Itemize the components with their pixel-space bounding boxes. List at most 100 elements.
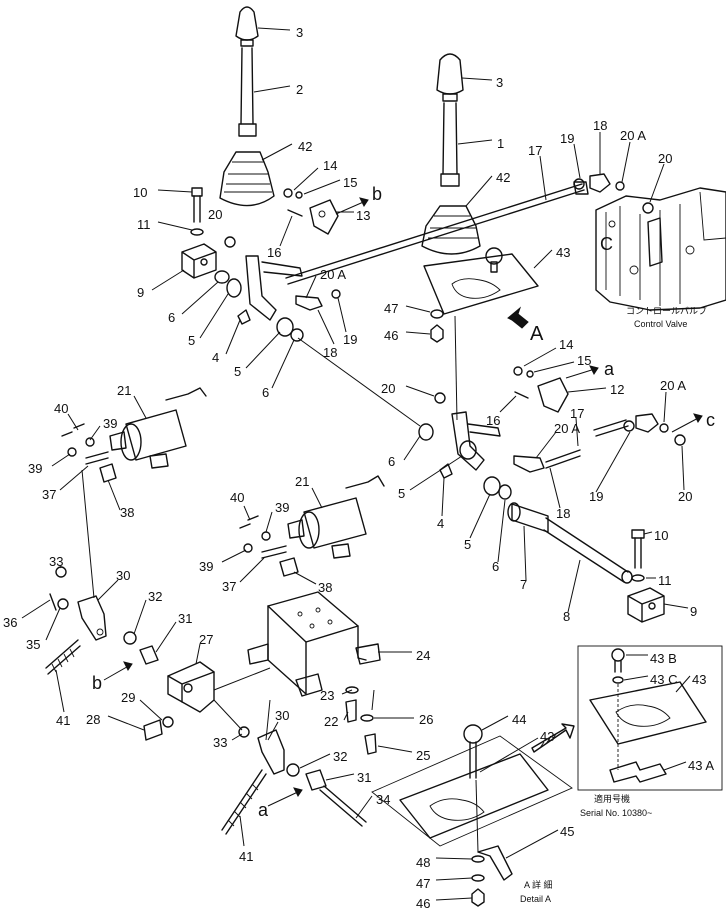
nut-20-center-right (674, 434, 686, 446)
callout-38: 38 (318, 580, 332, 595)
serial-label-jp: 適用号機 (594, 793, 630, 804)
bolt-43b (611, 648, 625, 662)
lever-ferrule-left (238, 123, 257, 137)
solenoid-21-left-foot (149, 453, 169, 469)
control-valve (595, 187, 726, 311)
callout-9: 9 (690, 604, 697, 619)
callout-18: 18 (323, 345, 337, 360)
callout-4: 4 (437, 516, 444, 531)
axis-line-d (371, 689, 375, 711)
washer-26 (360, 714, 374, 722)
washer-35 (57, 598, 69, 610)
detail-a-label-jp: A 詳 細 (524, 879, 553, 890)
callout-10: 10 (133, 185, 147, 200)
callout-31: 31 (178, 611, 192, 626)
bracket-hole-1 (297, 611, 303, 617)
lever-rod-right (442, 102, 458, 175)
axis-line-c (81, 469, 95, 599)
callout-47: 47 (384, 301, 398, 316)
bushing-5-center-a (459, 440, 477, 460)
solenoid-21-left-face (120, 423, 142, 461)
boot-right-ribs (428, 215, 478, 239)
right-lever-group (285, 53, 654, 343)
clip-39-center-a (261, 531, 271, 541)
callout-6: 6 (492, 559, 499, 574)
rod-end-18-center (635, 413, 659, 433)
callout-26: 26 (419, 712, 433, 727)
callout-21: 21 (117, 383, 131, 398)
clip-39-center-b (243, 543, 253, 553)
solenoid-21-center-body (303, 497, 367, 549)
bolt-38-left (99, 463, 117, 483)
solenoid-center-group (239, 475, 385, 577)
bolt-14-center (513, 366, 523, 376)
serial-label-en: Serial No. 10380~ (580, 808, 652, 818)
callout-3: 3 (496, 75, 503, 90)
callout-30: 30 (275, 708, 289, 723)
boot-right (421, 205, 481, 255)
callout-35: 35 (26, 637, 40, 652)
nut-46 (430, 324, 444, 343)
valve-port-c (608, 220, 616, 228)
center-lever-group (297, 315, 686, 623)
washer-20a-center (659, 423, 669, 433)
bracket-24-foot-center (295, 673, 323, 697)
rod-34 (319, 785, 367, 827)
callout-20: 20 (208, 207, 222, 222)
lever-knob-right (436, 53, 464, 95)
axis-line-e (213, 667, 271, 691)
callout-5: 5 (464, 537, 471, 552)
pin-16-center (514, 391, 529, 399)
callout-19: 19 (560, 131, 574, 146)
solenoid-plunger-center (287, 519, 305, 539)
valve-spool-lever (647, 217, 663, 267)
clip-39-left-a (85, 437, 95, 447)
bracket-24-foot-left (247, 643, 269, 665)
callout-22: 22 (324, 714, 338, 729)
valve-flange (699, 191, 726, 241)
callout-39: 39 (103, 416, 117, 431)
callout-39: 39 (199, 559, 213, 574)
callout-43b: 43 B (650, 651, 677, 666)
pin-40-left (61, 423, 85, 437)
callout-11: 11 (658, 573, 672, 588)
plate-12 (537, 377, 569, 413)
seal-6-center-a (418, 423, 434, 441)
bolt-43b-stem (614, 660, 622, 673)
callout-42: 42 (496, 170, 510, 185)
callout-20a: 20 A (660, 378, 686, 393)
callout-11: 11 (137, 217, 151, 232)
callout-29: 29 (121, 690, 135, 705)
bolt-14-left (283, 188, 293, 198)
bolt-22 (345, 699, 357, 723)
callout-48: 48 (416, 855, 430, 870)
detail-a-group (371, 723, 575, 907)
serial-arrow-hatch (539, 733, 557, 749)
spring-41-center-coils (227, 783, 259, 827)
solenoid-plunger-left (109, 431, 127, 451)
pin-16-left (287, 209, 303, 217)
lever-arm-left (261, 261, 303, 277)
serial-box-frame (577, 645, 723, 791)
control-valve-label-en: Control Valve (634, 319, 687, 329)
clip-39-left-b (67, 447, 77, 457)
callout-31: 31 (357, 770, 371, 785)
lower-linkage-group (45, 566, 367, 835)
bracket-24-group (247, 591, 381, 755)
callout-40: 40 (230, 490, 244, 505)
callout-20a: 20 A (554, 421, 580, 436)
bracket-hole-3 (309, 623, 315, 629)
bracket-45 (477, 845, 513, 881)
callout-46: 46 (416, 896, 430, 911)
guide-slot-43 (451, 278, 501, 299)
rod-end-18-top (589, 173, 611, 193)
bushing-5-left-b (276, 317, 294, 337)
detail-a-outline (371, 735, 573, 847)
detail-a-slot (429, 798, 485, 821)
washer-11-right (631, 574, 645, 582)
callout-20a: 20 A (620, 128, 646, 143)
grease-fitting-4-center (439, 463, 453, 479)
rod-end-20a-left (295, 295, 323, 311)
callout-33: 33 (49, 554, 63, 569)
